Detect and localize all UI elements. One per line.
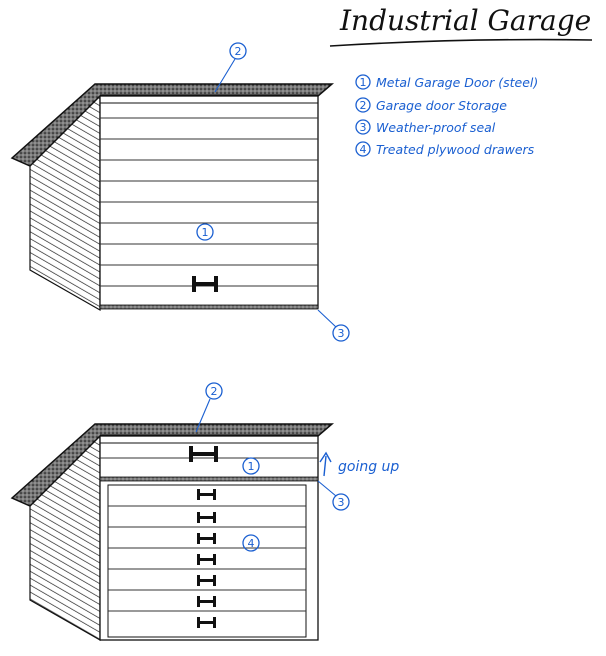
- drawer-lines: [108, 505, 306, 612]
- top-garage: 2 1 3: [10, 42, 350, 342]
- bottom-callout-1: 1: [242, 457, 260, 475]
- legend-label-2: Garage door Storage: [376, 98, 507, 113]
- top-door-panels: [100, 117, 318, 287]
- drawer-handles: [197, 489, 216, 628]
- bottom-callout-2: 2: [195, 382, 223, 433]
- svg-text:2: 2: [235, 45, 242, 58]
- drawer-handle-icon: [197, 512, 216, 523]
- svg-text:3: 3: [360, 121, 367, 134]
- legend-item-2: 2 Garage door Storage: [355, 97, 507, 113]
- top-callout-2: 2: [214, 42, 247, 93]
- svg-text:1: 1: [248, 460, 255, 473]
- legend-item-3: 3 Weather-proof seal: [355, 119, 496, 135]
- bottom-callout-4: 4: [242, 534, 260, 552]
- svg-text:2: 2: [211, 385, 218, 398]
- top-door-handle-icon: [192, 276, 218, 292]
- legend-label-3: Weather-proof seal: [376, 120, 496, 135]
- drawer-handle-icon: [197, 533, 216, 544]
- top-callout-3: 3: [317, 309, 350, 342]
- svg-text:4: 4: [360, 143, 367, 156]
- drawer-handle-icon: [197, 489, 216, 500]
- going-up-note: going up: [338, 459, 399, 475]
- legend-label-4: Treated plywood drawers: [376, 142, 535, 157]
- drawer-handle-icon: [197, 575, 216, 586]
- title-underline: [329, 38, 593, 47]
- svg-text:1: 1: [202, 226, 209, 239]
- legend-item-1: 1 Metal Garage Door (steel): [355, 74, 538, 90]
- svg-text:1: 1: [360, 76, 367, 89]
- svg-text:2: 2: [360, 99, 367, 112]
- svg-text:3: 3: [338, 496, 345, 509]
- drawer-handle-icon: [197, 554, 216, 565]
- legend: 1 Metal Garage Door (steel) 2 Garage doo…: [355, 74, 538, 157]
- svg-text:4: 4: [248, 537, 255, 550]
- legend-label-1: Metal Garage Door (steel): [376, 75, 538, 90]
- legend-item-4: 4 Treated plywood drawers: [355, 141, 535, 157]
- up-arrow-icon: [319, 451, 332, 477]
- bottom-seal: [99, 476, 319, 482]
- top-callout-1: 1: [196, 223, 214, 241]
- bottom-garage: 2 1 3 4 going up: [10, 382, 399, 642]
- svg-text:3: 3: [338, 327, 345, 340]
- diagram-title: Industrial Garage: [339, 4, 591, 37]
- drawer-handle-icon: [197, 617, 216, 628]
- drawer-handle-icon: [197, 596, 216, 607]
- top-seal: [99, 304, 319, 310]
- bottom-door-handle-icon: [189, 446, 218, 462]
- bottom-callout-3: 3: [317, 480, 350, 511]
